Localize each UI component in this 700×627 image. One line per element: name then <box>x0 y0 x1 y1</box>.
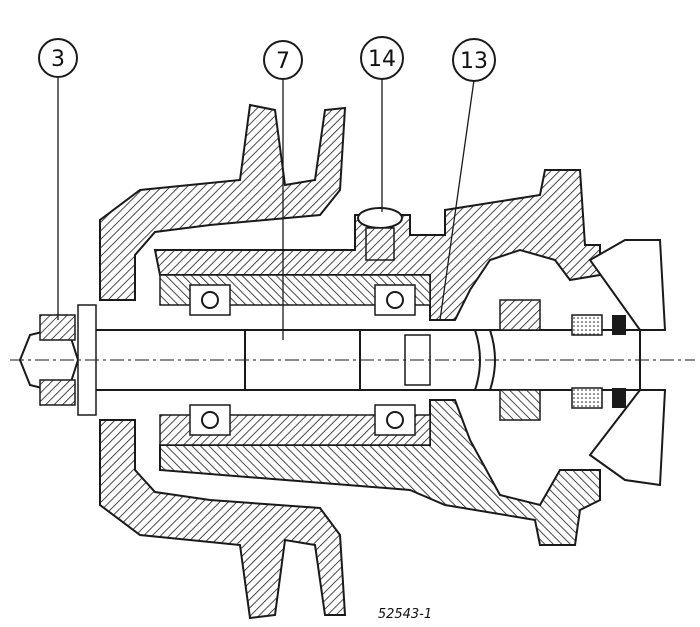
reference-number: 52543-1 <box>378 607 432 622</box>
pulley-lower <box>99 419 347 620</box>
callout-14: 14 <box>360 36 404 80</box>
pulley-upper <box>99 103 347 301</box>
callout-13: 13 <box>452 38 496 82</box>
callout-14-label: 14 <box>368 47 396 72</box>
seal-assembly <box>499 299 626 421</box>
grease-nipple <box>357 207 403 261</box>
leader-lines <box>57 78 475 340</box>
nut <box>18 304 97 416</box>
callout-13-label: 13 <box>460 49 488 74</box>
callout-3-label: 3 <box>51 47 65 72</box>
ball-bearings <box>189 284 416 436</box>
pump-body-lower <box>159 399 601 546</box>
callout-7-label: 7 <box>276 49 290 74</box>
callout-7: 7 <box>263 40 303 80</box>
impeller <box>588 239 667 487</box>
callout-3: 3 <box>38 38 78 78</box>
